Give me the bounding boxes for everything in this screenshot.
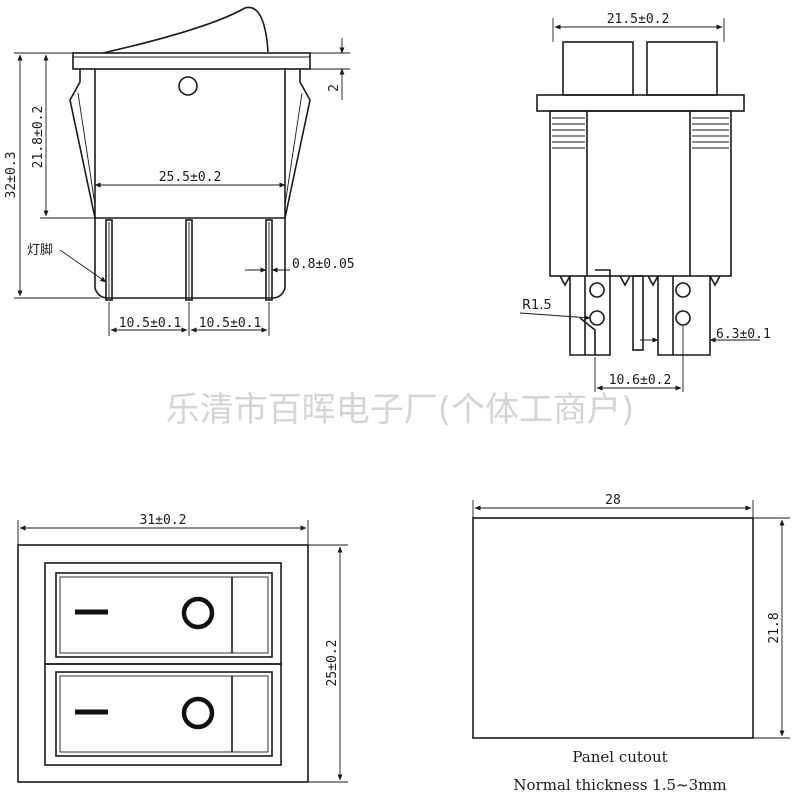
pins: [105, 219, 273, 301]
end-width-dim: 21.5±0.2: [607, 12, 670, 27]
pin-pitch-right-dim: 10.5±0.1: [199, 316, 262, 331]
terminals: [569, 269, 711, 356]
end-flange: [536, 94, 745, 112]
pin-pitch-left-dim: 10.5±0.1: [119, 316, 182, 331]
terminal-gap-dim: 10.6±0.2: [609, 373, 672, 388]
thickness-note: Normal thickness 1.5~3mm: [513, 776, 726, 794]
pin-width-dim: 0.8±0.05: [292, 257, 355, 272]
end-view: 21.5±0.2: [519, 12, 771, 392]
front-view: 31±0.2 25±0.2: [17, 513, 348, 783]
cutout-width-dim: 28: [605, 493, 621, 508]
rocker-outline: [102, 6, 269, 54]
rocker-top: [55, 572, 273, 658]
radius-label: R1.5: [522, 298, 552, 313]
watermark: 乐清市百晖电子厂(个体工商户): [166, 390, 635, 430]
cutout-title: Panel cutout: [572, 748, 667, 766]
snap-ribs-left: [552, 117, 585, 149]
lamp-pin-label: 灯脚: [27, 242, 53, 258]
flange-thickness-dim: 2: [327, 84, 342, 92]
rocker-left: [562, 41, 634, 96]
front-width-dim: 31±0.2: [140, 513, 187, 528]
panel-cutout: 28 21.8 Panel cutout Normal thickness 1.…: [472, 493, 790, 794]
off-symbol-icon: [181, 696, 215, 730]
total-height-dim: 32±0.3: [4, 152, 19, 199]
front-bezel: [17, 544, 309, 783]
flange: [72, 52, 311, 70]
terminal-width-dim: 6.3±0.1: [716, 327, 771, 342]
cutout-height-dim: 21.8: [767, 612, 782, 643]
off-symbol-icon: [181, 596, 215, 630]
body-height-dim: 21.8±0.2: [31, 106, 46, 169]
front-recess-bottom: [44, 663, 282, 766]
cutout-rectangle: [472, 517, 754, 739]
rocker-right: [646, 41, 718, 96]
front-height-dim: 25±0.2: [325, 640, 340, 687]
lamp-window: [178, 76, 198, 96]
rocker-bottom: [55, 671, 273, 757]
side-view: 25.5±0.2 32±0.3 21.8±0.2 2 0.8±0.05 10.5…: [4, 6, 355, 336]
body-outline: [69, 69, 311, 219]
snap-ribs-right: [692, 117, 729, 149]
side-width-dim: 25.5±0.2: [159, 170, 222, 185]
lower-housing: [94, 218, 286, 299]
